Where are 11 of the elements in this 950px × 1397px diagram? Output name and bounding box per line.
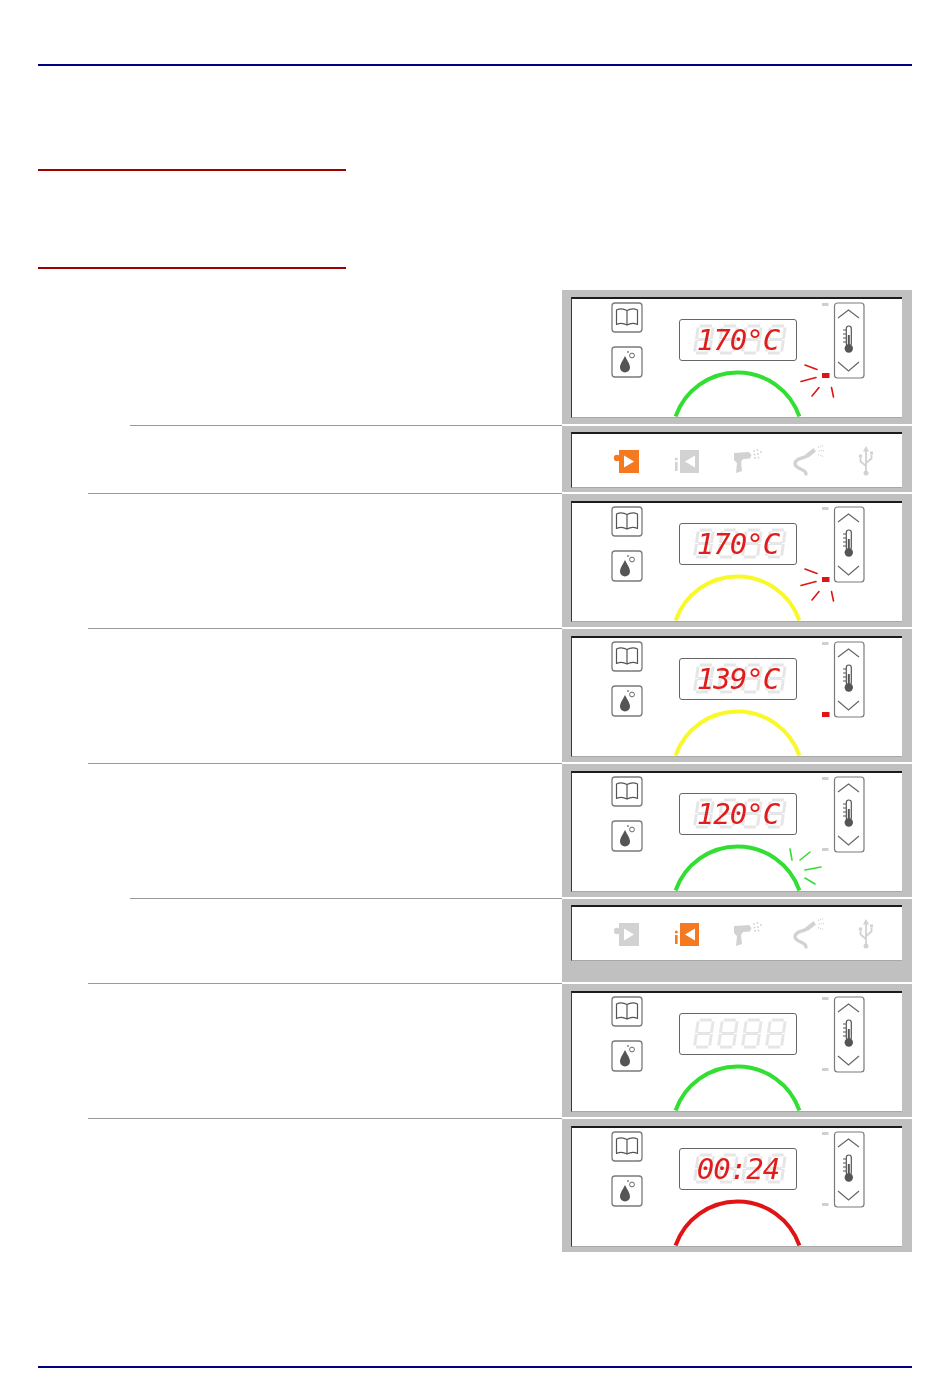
- digital-display: [679, 1148, 797, 1190]
- digital-display: [679, 793, 797, 835]
- digital-display: [679, 658, 797, 700]
- digital-display: [679, 523, 797, 565]
- display-reading: 170°C: [696, 325, 780, 355]
- display-reading: 170°C: [696, 529, 780, 559]
- digital-display: [679, 319, 797, 361]
- display-reading: 139°C: [696, 664, 780, 694]
- display-reading: 120°C: [696, 799, 780, 829]
- display-reading: 00:24: [696, 1154, 780, 1184]
- digital-display: [679, 1013, 797, 1055]
